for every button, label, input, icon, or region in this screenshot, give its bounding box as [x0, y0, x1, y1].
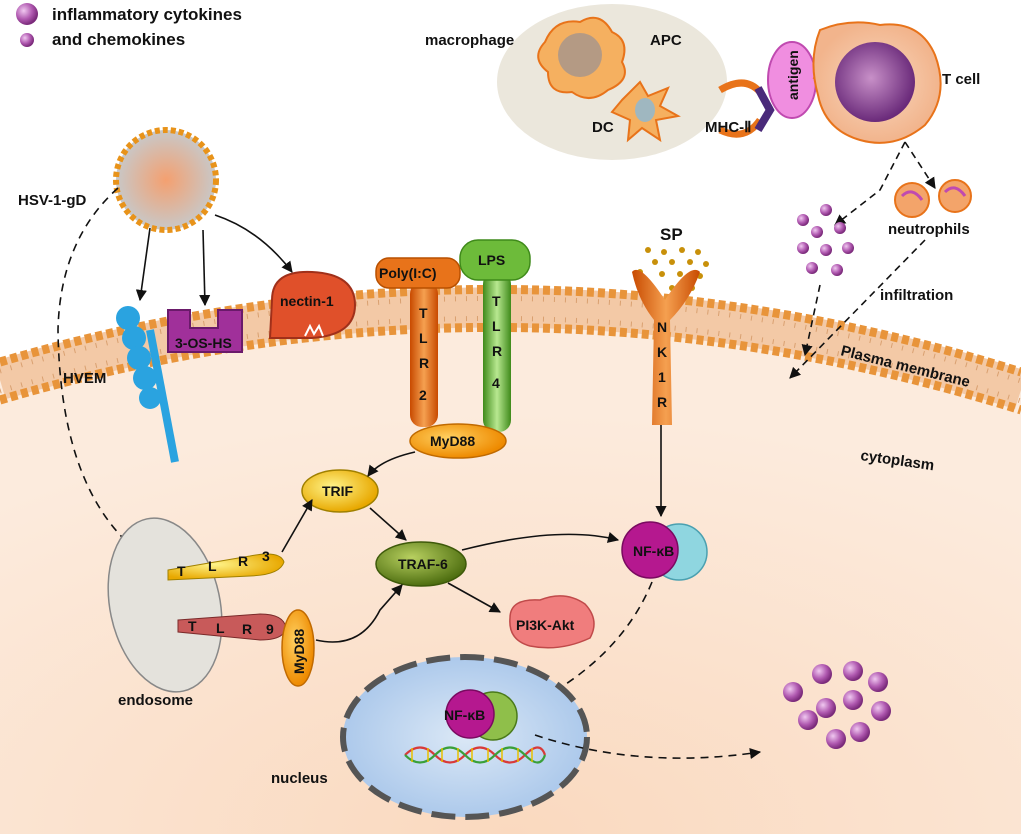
pi3k-akt-node: PI3K-Akt [509, 595, 595, 649]
tlr4-letter: 4 [492, 375, 500, 391]
released-cytokines [783, 661, 891, 749]
tlr2-letter: 2 [419, 387, 427, 403]
nfkb-nucleus-label: NF-κB [444, 707, 485, 723]
neutrophil-cell [938, 179, 972, 213]
nk1r-letter: R [657, 394, 667, 410]
infiltration-label: infiltration [880, 287, 953, 304]
trif-to-traf6-arrow [369, 507, 407, 541]
tlr9-letter: 9 [266, 621, 274, 637]
myd88-label: MyD88 [430, 433, 475, 449]
polyic-label: Poly(I:C) [379, 265, 437, 281]
traf6-to-nfkb-arrow [461, 532, 620, 551]
tlr2-letter: T [419, 305, 428, 321]
endosome-label: endosome [118, 692, 193, 709]
nucleus: nucleus NF-κB [271, 654, 590, 820]
dc-nucleus [635, 98, 655, 122]
t-cell-label: T cell [942, 71, 980, 88]
tlr3-letter: T [177, 563, 186, 579]
nfkb-cytoplasm: NF-κB [621, 521, 708, 581]
tlr4-letter: T [492, 293, 501, 309]
virus-to-nectin-arrow [214, 214, 293, 273]
tlr2-receptor: Poly(I:C) T L R 2 [375, 257, 461, 427]
lps-label: LPS [478, 252, 505, 268]
nk1r-letter: 1 [658, 369, 666, 385]
tlr9-letter: T [188, 618, 197, 634]
nectin-1-label: nectin-1 [280, 293, 334, 309]
neutrophils-group: neutrophils [888, 179, 972, 238]
hvem-receptor: HVEM [63, 306, 179, 463]
tlr4-letter: L [492, 318, 501, 334]
legend-label-2: and chemokines [52, 30, 185, 49]
virus-to-hvem-arrow [135, 227, 151, 302]
tcell-to-chemokines-arrow [834, 141, 906, 226]
trif-node: TRIF [301, 469, 379, 513]
tlr2-letter: R [419, 355, 429, 371]
hvem-label: HVEM [63, 370, 106, 387]
myd88-endosome-shape [281, 609, 315, 687]
tlr9-letter: L [216, 620, 225, 636]
tlr3-letter: L [208, 558, 217, 574]
tlr2-letter: L [419, 330, 428, 346]
tlr4-receptor: LPS T L R 4 [459, 239, 531, 432]
sp-label: SP [660, 225, 683, 244]
endosome: endosome [107, 517, 223, 709]
mhc-ii-label: MHC-Ⅱ [705, 119, 752, 136]
myd88-adaptor: MyD88 [409, 423, 507, 459]
nfkb-cytoplasm-label: NF-κB [633, 543, 674, 559]
pi3k-akt-label: PI3K-Akt [516, 617, 575, 633]
apc-label: APC [650, 32, 682, 49]
dc-label: DC [592, 119, 614, 136]
hsv-virus: HSV-1-gD [18, 127, 219, 233]
apc-group: macrophage APC DC MHC-Ⅱ antigen T cell [425, 4, 980, 160]
macrophage-label: macrophage [425, 32, 514, 49]
nfkb-nucleus-left [445, 689, 495, 739]
myd88-endo-to-traf6-arrow [315, 584, 403, 643]
neutrophils-label: neutrophils [888, 221, 970, 238]
legend-large-particle-icon [16, 3, 38, 25]
nk1r-letter: K [657, 344, 667, 360]
traf6-node: TRAF-6 [375, 541, 467, 587]
tlr4-letter: R [492, 343, 502, 359]
tlr3-to-trif-arrow [281, 499, 313, 553]
virus-to-3-os-hs-arrow [199, 229, 211, 307]
neutrophil-infiltration-arrow [789, 239, 926, 379]
virus-to-endosome-arrow [57, 187, 131, 546]
t-cell-nucleus [835, 42, 915, 122]
hsv-label: HSV-1-gD [18, 192, 87, 209]
legend-label-1: inflammatory cytokines [52, 5, 242, 24]
legend-small-particle-icon [20, 33, 34, 47]
tlr3-letter: 3 [262, 548, 270, 564]
tcell-to-neutrophils-arrow [904, 141, 936, 189]
macrophage-nucleus [558, 33, 602, 77]
nucleus-label: nucleus [271, 770, 328, 787]
trif-label: TRIF [322, 483, 354, 499]
tlr3-receptor: T L R 3 [167, 548, 285, 581]
virus-particle [113, 127, 219, 233]
myd88-to-trif-arrow [367, 451, 416, 477]
cytoplasm-region [0, 307, 1021, 834]
tlr9-letter: R [242, 621, 252, 637]
mhc-ii-groove [754, 86, 775, 133]
chemokine-cluster [797, 204, 854, 276]
myd88-endosome-label: MyD88 [291, 629, 307, 674]
legend: inflammatory cytokines and chemokines [16, 3, 242, 49]
nucleus-to-cytokines-arrow [534, 734, 762, 760]
traf6-to-pi3k-arrow [447, 582, 501, 613]
tlr9-receptor: T L R 9 MyD88 [177, 609, 315, 687]
nk1r-receptor: N K 1 R [632, 269, 700, 425]
3-os-hs-label: 3-OS-HS [175, 335, 232, 351]
tlr3-letter: R [238, 553, 248, 569]
nectin-1-receptor: nectin-1 [268, 270, 357, 339]
traf6-label: TRAF-6 [398, 556, 448, 572]
3-os-hs-receptor: 3-OS-HS [167, 309, 243, 353]
nk1r-letter: N [657, 319, 667, 335]
antigen-label: antigen [785, 50, 801, 100]
dna-helix [404, 746, 547, 764]
neutrophil-cell [894, 182, 930, 218]
